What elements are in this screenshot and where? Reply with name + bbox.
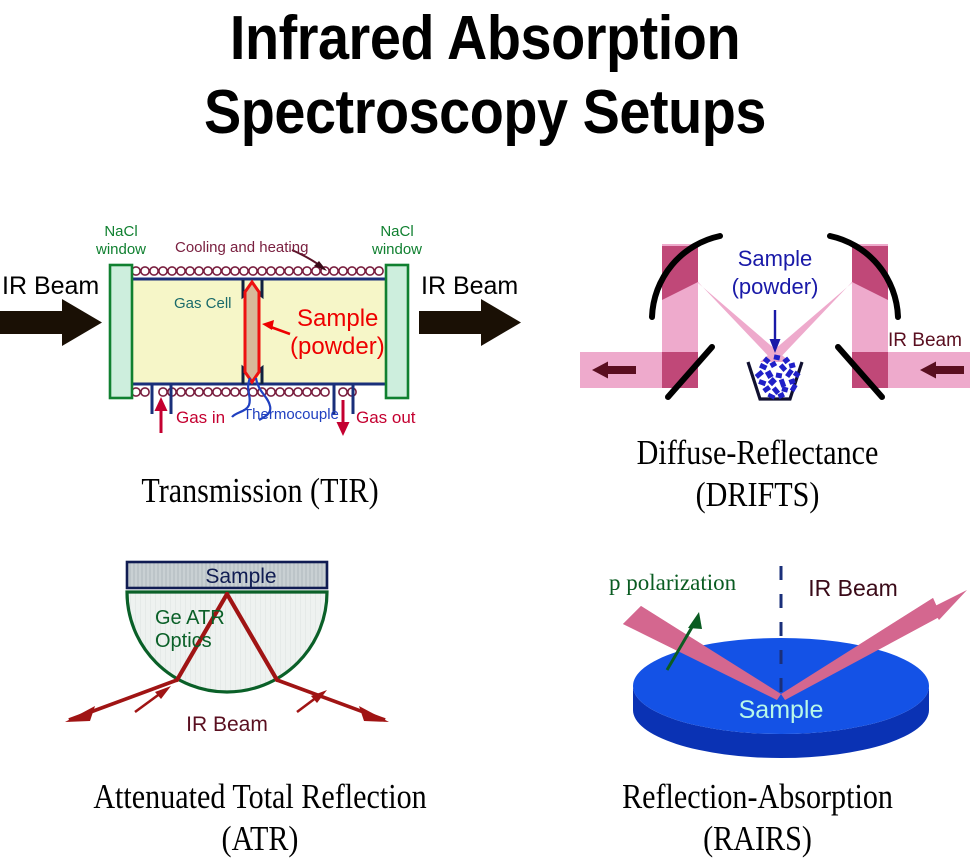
ir-beam-arrow-out-icon xyxy=(592,361,636,379)
page-title-line-1: Infrared Absorption xyxy=(229,4,741,73)
caption-rairs-line-1: Reflection-Absorption xyxy=(622,777,893,816)
page-title: Infrared Absorption Spectroscopy Setups xyxy=(0,2,970,150)
caption-diffuse-reflectance-line-2: (DRIFTS) xyxy=(695,475,820,514)
atr-internal-beam xyxy=(174,591,280,683)
sample-powder-body xyxy=(243,279,261,385)
cooling-heating-pointer-icon xyxy=(291,249,327,271)
caption-atr-line-1: Attenuated Total Reflection xyxy=(93,777,427,816)
ir-beam-label: IR Beam xyxy=(888,330,962,351)
sample-label-line1: Sample xyxy=(738,246,813,271)
cooling-heating-coil-bottom xyxy=(131,387,357,397)
ir-beam-outgoing xyxy=(276,678,389,722)
sample-holder xyxy=(241,279,264,385)
caption-transmission: Transmission (TIR) xyxy=(36,470,483,512)
p-polarization-label: p polarization xyxy=(609,570,737,595)
caption-transmission-line-1: Transmission (TIR) xyxy=(141,471,379,510)
page-title-line-2: Spectroscopy Setups xyxy=(203,78,767,147)
sample-label-line2: (powder) xyxy=(732,274,819,299)
concave-mirror-left-icon xyxy=(649,233,723,320)
cooling-heating-coil-top xyxy=(131,266,384,276)
mirror-overlap-right xyxy=(852,246,888,300)
nacl-window-right-label-line1: NaCl xyxy=(380,223,413,240)
panel-attenuated-total-reflection-atr: Sample Ge ATR Optics IR Beam xyxy=(55,552,465,752)
flat-mirror-left-icon xyxy=(665,344,715,400)
ir-beam-direction-arrow-right-icon xyxy=(296,690,327,714)
concave-mirror-right-icon xyxy=(827,233,901,320)
rairs-beam-incoming-front xyxy=(623,606,781,700)
ge-atr-optics-label-line1: Ge ATR xyxy=(155,607,225,629)
ir-beam-right-label: IR Beam xyxy=(421,272,518,300)
mirror-overlap-left xyxy=(662,246,698,300)
nacl-window-left-label-line2: window xyxy=(95,241,146,258)
thermocouple-wires xyxy=(231,377,272,421)
sample-pointer-arrow-icon xyxy=(769,310,781,353)
ir-beam-arrow-left-icon xyxy=(0,299,102,346)
ir-beam-label: IR Beam xyxy=(186,713,268,736)
nacl-window-left xyxy=(108,263,134,400)
panel-transmission-tir: NaCl window NaCl window Cooling and heat… xyxy=(0,218,530,436)
p-polarization-arrow-icon xyxy=(665,612,702,671)
sample-pointer-arrow-icon xyxy=(262,320,291,336)
rairs-beam-outgoing-front xyxy=(781,598,941,700)
gas-out-label: Gas out xyxy=(356,408,416,427)
atr-sample-label: Sample xyxy=(205,565,276,588)
caption-diffuse-reflectance: Diffuse-Reflectance (DRIFTS) xyxy=(575,432,941,516)
thermocouple-label: Thermocouple xyxy=(243,406,339,423)
ir-beam-incoming xyxy=(65,678,178,722)
nacl-window-right-label-line2: window xyxy=(371,241,422,258)
caption-diffuse-reflectance-line-1: Diffuse-Reflectance xyxy=(636,433,879,472)
rairs-disk-side xyxy=(633,686,929,758)
ge-atr-optics-label-line2: Optics xyxy=(155,630,212,652)
sample-label-line2: (powder) xyxy=(290,333,385,360)
rairs-sample-label: Sample xyxy=(739,696,824,724)
nacl-window-right xyxy=(384,263,410,400)
sample-powder-flakes xyxy=(754,354,801,400)
caption-reflection-absorption: Reflection-Absorption (RAIRS) xyxy=(575,776,941,860)
ir-beam-direction-arrow-left-icon xyxy=(134,686,171,714)
rairs-beam-arrow-icon xyxy=(931,590,967,620)
ir-beam-arrow-in-icon xyxy=(920,361,964,379)
cooling-heating-label: Cooling and heating xyxy=(175,239,308,256)
ir-beam-left-label: IR Beam xyxy=(2,272,99,300)
caption-attenuated-total-reflection: Attenuated Total Reflection (ATR) xyxy=(36,776,483,860)
gas-out-arrow-icon xyxy=(336,400,350,436)
gas-in-arrow-icon xyxy=(154,397,168,433)
caption-atr-line-2: (ATR) xyxy=(221,819,299,858)
ir-beam-arrow-right-icon xyxy=(419,299,521,346)
gas-cell-label: Gas Cell xyxy=(174,295,232,312)
panel-diffuse-reflectance-drifts: Sample (powder) IR Beam xyxy=(580,222,970,422)
atr-sample-bar xyxy=(125,560,329,590)
flat-mirror-right-icon xyxy=(835,344,885,400)
nacl-window-left-label-line1: NaCl xyxy=(104,223,137,240)
ir-beam-label: IR Beam xyxy=(808,575,897,601)
ge-atr-hemisphere xyxy=(125,590,329,694)
caption-rairs-line-2: (RAIRS) xyxy=(703,819,812,858)
panel-reflection-absorption-rairs: p polarization IR Beam Sample xyxy=(595,560,970,760)
sample-label-line1: Sample xyxy=(297,305,378,332)
gas-in-label: Gas in xyxy=(176,408,225,427)
